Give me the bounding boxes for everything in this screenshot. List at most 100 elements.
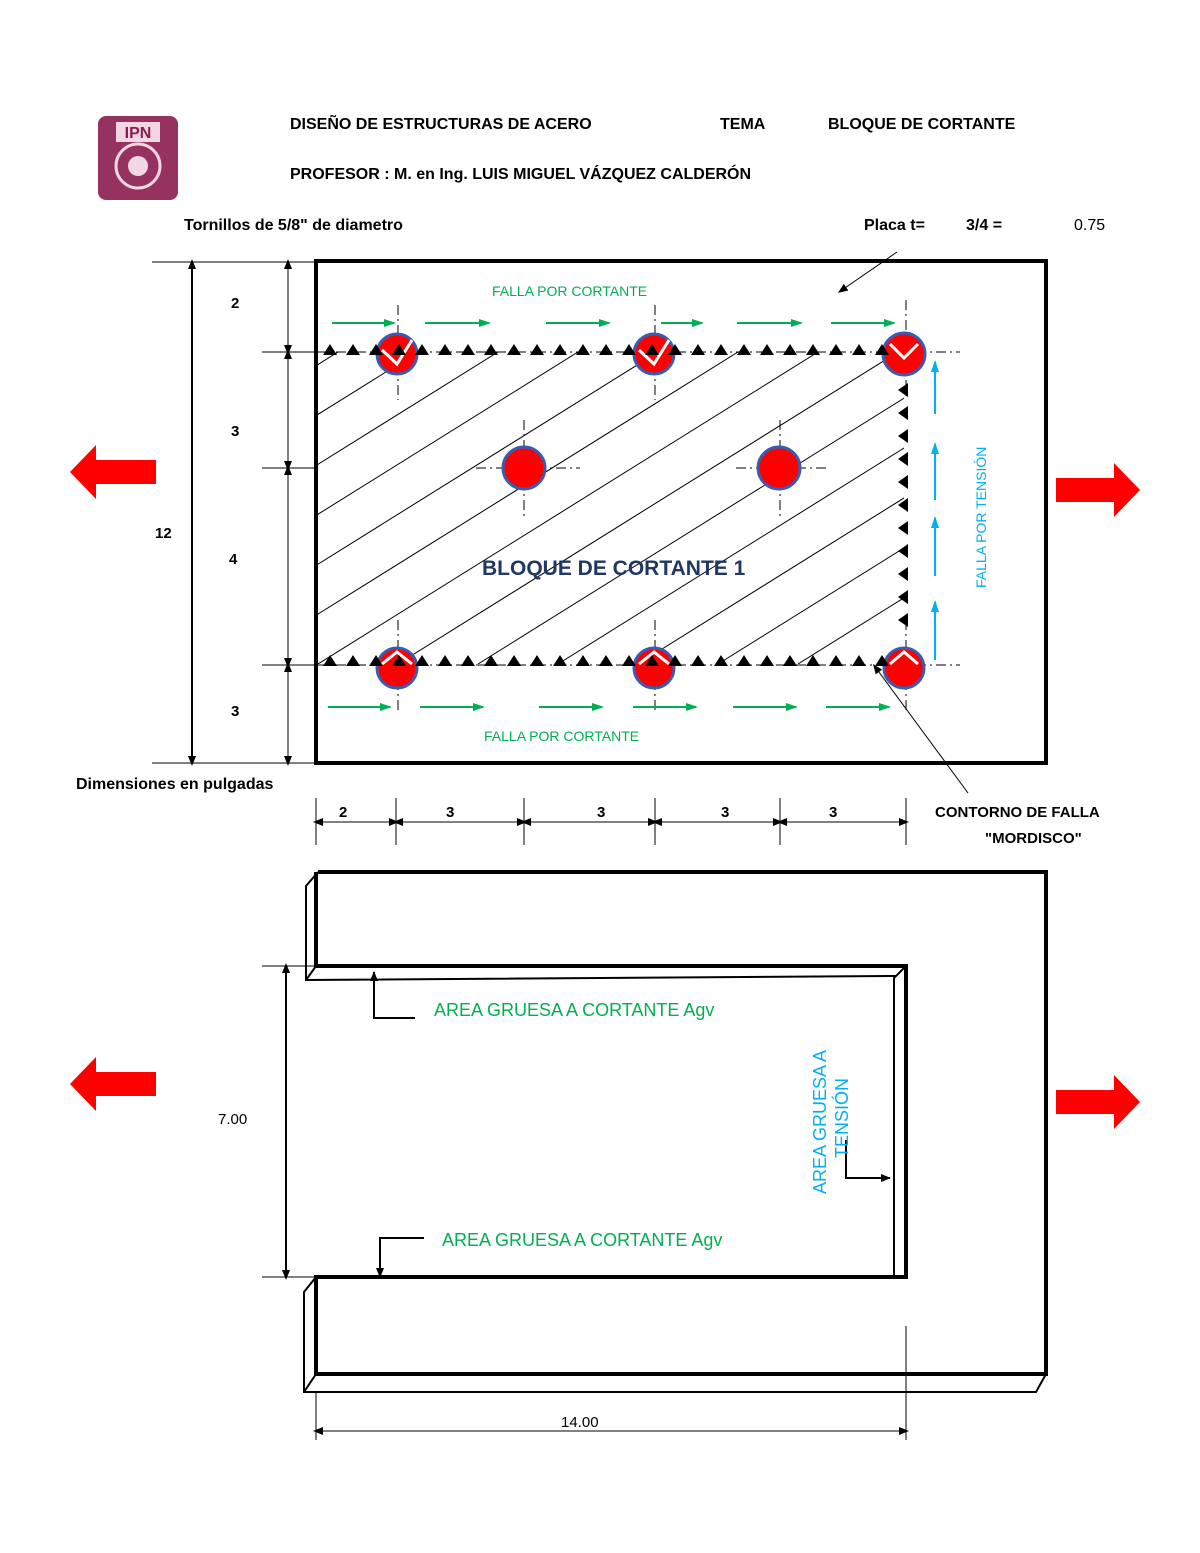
units-note: Dimensiones en pulgadas bbox=[76, 776, 274, 793]
contour-tooth bbox=[553, 655, 567, 666]
contour-tooth bbox=[323, 655, 337, 666]
contour-tooth bbox=[898, 613, 908, 627]
hatch-line bbox=[477, 397, 904, 664]
hatch-line bbox=[1118, 352, 1200, 664]
contour-tooth bbox=[599, 655, 613, 666]
contour-tooth bbox=[645, 344, 659, 355]
shear-failure-top-label: FALLA POR CORTANTE bbox=[492, 283, 647, 299]
contour-tooth bbox=[392, 344, 406, 355]
load-arrow-left bbox=[70, 445, 156, 499]
contour-tooth bbox=[783, 344, 797, 355]
shear-area-top-label: AREA GRUESA A CORTANTE Agv bbox=[434, 1000, 714, 1020]
contour-tooth bbox=[760, 344, 774, 355]
dim-v-1: 2 bbox=[231, 295, 239, 312]
contour-tooth bbox=[576, 344, 590, 355]
hatch-line bbox=[318, 352, 499, 465]
hatch-line bbox=[318, 352, 739, 615]
contour-tooth bbox=[898, 567, 908, 581]
dim-h-1: 2 bbox=[339, 804, 347, 821]
contour-leader bbox=[873, 663, 969, 794]
contour-tooth bbox=[806, 655, 820, 666]
tension-area-label-1: AREA GRUESA A bbox=[810, 1050, 830, 1194]
contour-tooth bbox=[415, 344, 429, 355]
contour-tooth bbox=[553, 344, 567, 355]
load-arrow-right-2 bbox=[1056, 1075, 1140, 1129]
tema-label: TEMA bbox=[720, 116, 766, 133]
contour-tooth bbox=[346, 344, 360, 355]
contour-tooth bbox=[875, 655, 889, 666]
contour-tooth bbox=[898, 521, 908, 535]
contour-tooth bbox=[507, 344, 521, 355]
contour-tooth bbox=[898, 544, 908, 558]
hatch-line bbox=[557, 447, 904, 664]
hatch-line bbox=[797, 597, 904, 664]
contour-tooth bbox=[898, 498, 908, 512]
bolt-spec: Tornillos de 5/8" de diametro bbox=[184, 217, 403, 234]
contour-tooth bbox=[668, 655, 682, 666]
plate-outline bbox=[314, 259, 1048, 765]
plate-value: 0.75 bbox=[1074, 217, 1106, 234]
dim-width: 14.00 bbox=[561, 1414, 599, 1431]
contour-tooth bbox=[691, 344, 705, 355]
dim-v-3: 4 bbox=[229, 551, 238, 568]
ipn-logo: IPN bbox=[92, 112, 184, 204]
contour-tooth bbox=[461, 655, 475, 666]
contour-tooth bbox=[760, 655, 774, 666]
hatch-line bbox=[318, 352, 419, 415]
bolt-hole bbox=[881, 331, 927, 377]
shear-area-bottom-label: AREA GRUESA A CORTANTE Agv bbox=[442, 1230, 722, 1250]
hatch-line bbox=[637, 497, 904, 664]
professor-name: PROFESOR : M. en Ing. LUIS MIGUEL VÁZQUE… bbox=[290, 166, 752, 183]
contour-tooth bbox=[898, 475, 908, 489]
dim-h-3: 3 bbox=[597, 804, 605, 821]
contour-tooth bbox=[484, 655, 498, 666]
hatch-line bbox=[318, 352, 579, 515]
contour-tooth bbox=[438, 655, 452, 666]
contour-tooth bbox=[438, 344, 452, 355]
contour-tooth bbox=[898, 452, 908, 466]
hatch-line bbox=[397, 352, 899, 664]
area-leaders bbox=[370, 971, 891, 1278]
tension-failure-label: FALLA POR TENSIÓN bbox=[973, 447, 989, 588]
block-title: BLOQUE DE CORTANTE 1 bbox=[482, 557, 746, 580]
contour-tooth bbox=[898, 383, 908, 397]
dim-total-height: 12 bbox=[155, 525, 172, 542]
contour-tooth bbox=[737, 344, 751, 355]
dim-h-5: 3 bbox=[829, 804, 837, 821]
contour-tooth bbox=[369, 344, 383, 355]
logo-text: IPN bbox=[125, 125, 152, 142]
failure-contour bbox=[323, 344, 908, 666]
dim-h-2: 3 bbox=[446, 804, 454, 821]
contour-tooth bbox=[783, 655, 797, 666]
contour-tooth bbox=[622, 655, 636, 666]
contour-tooth bbox=[829, 344, 843, 355]
horizontal-dimensions bbox=[313, 798, 909, 845]
tension-area-label-2: TENSIÓN bbox=[831, 1078, 852, 1158]
contour-tooth bbox=[530, 344, 544, 355]
hatch-line bbox=[318, 352, 819, 664]
contour-tooth bbox=[622, 344, 636, 355]
contour-tooth bbox=[392, 655, 406, 666]
bolt-hole bbox=[882, 646, 926, 690]
dim-height: 7.00 bbox=[218, 1111, 247, 1128]
contour-tooth bbox=[484, 344, 498, 355]
hatch-line bbox=[318, 352, 339, 366]
gross-area-diagram: AREA GRUESA A CORTANTE Agv AREA GRUESA A… bbox=[70, 870, 1140, 1440]
contour-tooth bbox=[346, 655, 360, 666]
shear-arrows bbox=[328, 319, 896, 711]
hatch-line bbox=[318, 352, 659, 565]
contour-label-2: "MORDISCO" bbox=[985, 830, 1082, 847]
shear-failure-bottom-label: FALLA POR CORTANTE bbox=[484, 728, 639, 744]
hatch-line bbox=[717, 547, 904, 664]
contour-tooth bbox=[898, 590, 908, 604]
height-dimension bbox=[262, 963, 316, 1280]
hatch-line bbox=[877, 647, 904, 664]
contour-tooth bbox=[829, 655, 843, 666]
block-shear-diagram: FALLA POR CORTANTE FALLA POR CORTANTE FA… bbox=[70, 251, 1200, 847]
contour-tooth bbox=[714, 655, 728, 666]
contour-tooth bbox=[576, 655, 590, 666]
contour-tooth bbox=[323, 344, 337, 355]
contour-tooth bbox=[668, 344, 682, 355]
vertical-dimensions bbox=[152, 259, 316, 766]
dim-v-4: 3 bbox=[231, 703, 239, 720]
